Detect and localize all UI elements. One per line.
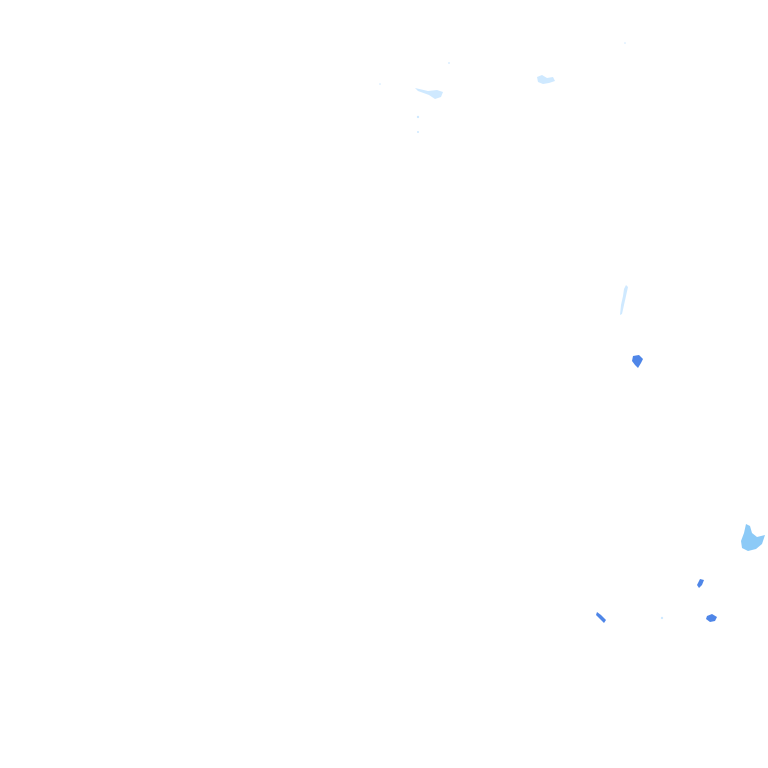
echo-north-specks xyxy=(379,42,626,133)
echo-south-left-streak xyxy=(596,612,606,623)
echo-central-east-cell xyxy=(632,355,643,368)
echo-central-east-streak xyxy=(620,285,628,315)
echo-south-right-cell xyxy=(706,614,717,622)
echo-south-faint xyxy=(660,616,664,620)
echo-southeast-small xyxy=(697,579,704,588)
echo-north-streak xyxy=(415,88,443,99)
echo-north-cluster xyxy=(537,75,555,84)
echo-southeast-large xyxy=(741,524,765,551)
